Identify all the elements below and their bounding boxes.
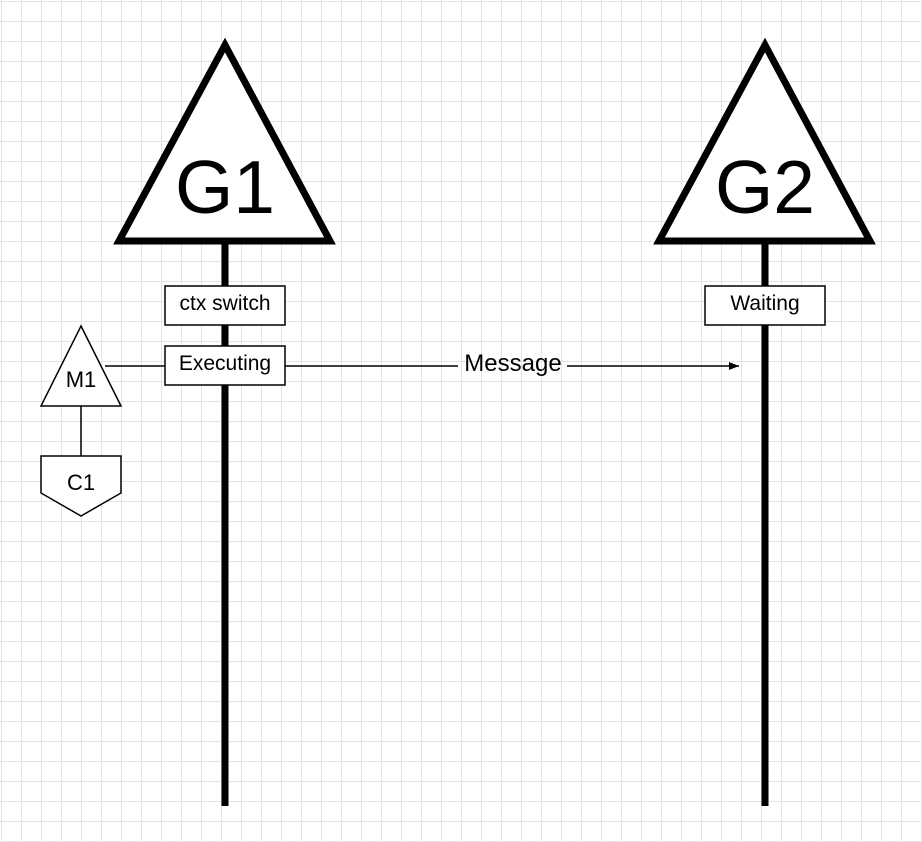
waiting-box bbox=[704, 285, 826, 326]
c1-pentagon bbox=[40, 455, 122, 517]
message-label: Message bbox=[464, 350, 561, 377]
m1-triangle bbox=[39, 324, 123, 407]
g2-triangle bbox=[653, 37, 876, 245]
g2-goroutine: G2 bbox=[653, 37, 876, 245]
m1-label: M1 bbox=[66, 367, 97, 392]
executing-state: Executing bbox=[164, 345, 286, 386]
ctx-switch-box bbox=[164, 285, 286, 326]
g1-triangle bbox=[113, 37, 336, 245]
ctx-switch-label: ctx switch bbox=[179, 292, 270, 315]
m1-machine: M1 bbox=[39, 324, 123, 407]
c1-core: C1 bbox=[40, 455, 122, 517]
c1-label: C1 bbox=[67, 470, 95, 495]
waiting-state: Waiting bbox=[704, 285, 826, 326]
ctx-switch-state: ctx switch bbox=[164, 285, 286, 326]
g1-label: G1 bbox=[175, 145, 275, 229]
waiting-label: Waiting bbox=[730, 292, 799, 315]
executing-box bbox=[164, 345, 286, 386]
executing-label: Executing bbox=[179, 352, 271, 375]
g2-label: G2 bbox=[715, 145, 815, 229]
g1-goroutine: G1 bbox=[113, 37, 336, 245]
